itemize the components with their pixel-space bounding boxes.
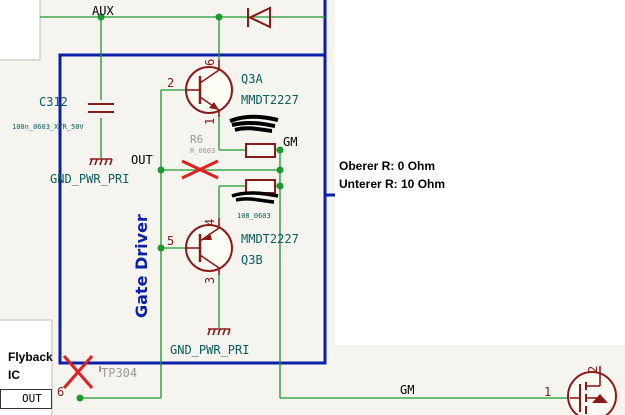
mosfet-symbol[interactable] [567, 366, 617, 415]
out-pin-label: OUT [22, 392, 42, 405]
net-label-gm[interactable]: GM [283, 135, 297, 149]
resistor-lower[interactable] [245, 179, 276, 194]
pin-label: 6 [203, 59, 217, 66]
pin-label: 1 [203, 118, 217, 125]
gnd-symbol-bottom [207, 328, 231, 336]
junctions [76, 13, 284, 402]
flyback-label: Flyback IC [8, 350, 53, 382]
transistor-q3a[interactable] [185, 60, 233, 117]
transistor-part-q3b: MMDT2227 [241, 232, 299, 246]
note-lower-resistor: Unterer R: 10 Ohm [339, 177, 446, 191]
gnd-label-top: GND_PWR_PRI [50, 172, 129, 186]
transistor-ref-q3a: Q3A [241, 72, 263, 86]
capacitor-value: 100n_0603_X7R_50V [12, 123, 84, 131]
pin-label: 5 [167, 234, 174, 248]
resistor-r6[interactable] [245, 143, 276, 158]
out-pin-box[interactable]: OUT [0, 389, 52, 409]
transistor-ref-q3b: Q3B [241, 253, 263, 267]
pin-label: 2 [586, 366, 600, 373]
resistor-value-r6: R_0603 [190, 147, 215, 155]
cross-mark-out [181, 159, 219, 180]
page-margin [335, 0, 625, 345]
test-point-label: TP304 [101, 366, 137, 380]
net-label-out[interactable]: OUT [131, 153, 153, 167]
note-upper-resistor: Oberer R: 0 Ohm [339, 159, 436, 173]
resistor-value-lower: 100_0603 [237, 212, 271, 220]
net-label-aux[interactable]: AUX [92, 4, 114, 18]
pin-label: 1 [544, 385, 551, 399]
resistor-note: Oberer R: 0 Ohm Unterer R: 10 Ohm [339, 157, 445, 193]
page-margin [0, 0, 40, 60]
resistor-ref-r6: R6 [190, 133, 203, 146]
pin-label: 2 [167, 76, 174, 90]
wires [40, 16, 570, 399]
pin-label: 6 [57, 385, 64, 399]
scribble-mark [229, 114, 279, 133]
scribble-mark [231, 191, 279, 204]
transistor-part-q3a: MMDT2227 [241, 93, 299, 107]
transistor-q3b[interactable] [185, 218, 233, 275]
cross-mark-tp304 [62, 355, 94, 389]
block-title: Gate Driver [132, 214, 151, 318]
gnd-label-bottom: GND_PWR_PRI [170, 343, 249, 357]
capacitor-ref: C312 [39, 95, 68, 109]
diode-symbol[interactable] [247, 6, 271, 29]
net-label-gm-bottom[interactable]: GM [400, 383, 414, 397]
gnd-symbol-top [89, 158, 113, 166]
pin-label: 4 [203, 219, 217, 226]
pin-label: 3 [203, 277, 217, 284]
capacitor-c312[interactable] [88, 103, 114, 113]
